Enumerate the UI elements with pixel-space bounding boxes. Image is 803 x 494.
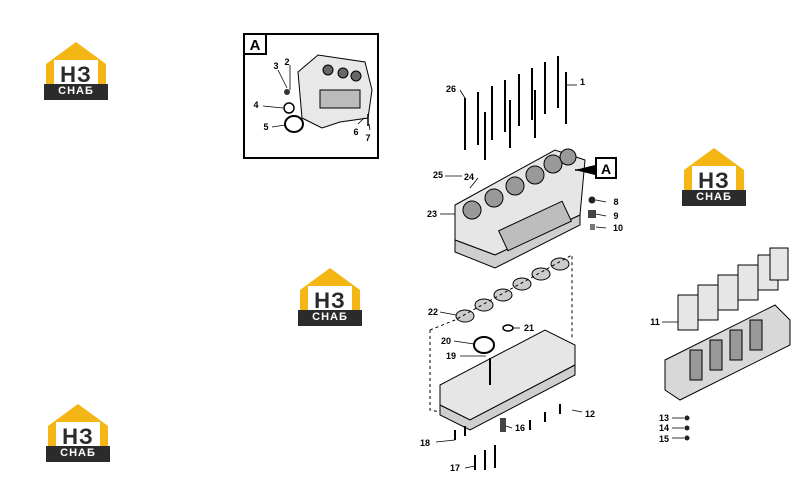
bearing-shells <box>455 257 570 323</box>
callout-24: 24 <box>464 172 474 182</box>
logo-main-text: НЗ <box>62 424 94 449</box>
block-lower-drawing <box>664 304 791 401</box>
callout-3: 3 <box>273 61 278 71</box>
callout-1: 1 <box>580 77 585 87</box>
part-3-plug <box>284 89 290 95</box>
callout-15: 15 <box>659 434 669 444</box>
part-5-ring <box>284 115 304 133</box>
part-13 <box>684 415 690 421</box>
part-8-plug <box>588 196 596 204</box>
callout-11: 11 <box>650 317 660 327</box>
logo-sub-text: СНАБ <box>312 311 348 323</box>
callout-13: 13 <box>659 413 669 423</box>
callout-23: 23 <box>427 209 437 219</box>
callout-a: A <box>575 157 617 179</box>
part-21-oring <box>502 324 514 332</box>
callout-17: 17 <box>450 463 460 473</box>
watermark-logo: НЗ СНАБ <box>46 402 110 464</box>
callout-8: 8 <box>613 197 618 207</box>
logo-sub-text: СНАБ <box>58 85 94 97</box>
callout-4: 4 <box>253 100 258 110</box>
inset-label: A <box>250 37 261 54</box>
logo-sub-text: СНАБ <box>60 447 96 459</box>
logo-main-text: НЗ <box>698 168 730 193</box>
callout-10: 10 <box>613 223 623 233</box>
callout-numbers: 1 2 3 4 5 6 7 8 9 10 11 12 13 14 15 16 1… <box>253 57 669 473</box>
callout-a-label: A <box>601 161 611 177</box>
logo-main-text: НЗ <box>314 288 346 313</box>
part-14 <box>684 425 690 431</box>
part-9-nozzle <box>588 210 596 218</box>
house-logo-icon <box>298 268 362 326</box>
house-logo-icon <box>44 42 108 100</box>
callout-21: 21 <box>524 323 534 333</box>
assembly-guide-line <box>429 254 573 338</box>
house-logo-icon <box>682 148 746 206</box>
part-10-screw <box>590 224 595 230</box>
bolts <box>454 404 561 470</box>
callout-14: 14 <box>659 423 669 433</box>
watermark-logo: НЗ СНАБ <box>44 40 108 102</box>
callout-25: 25 <box>433 170 443 180</box>
bearing-ladder-drawing <box>439 329 576 431</box>
house-logo-icon <box>46 404 110 462</box>
callout-19: 19 <box>446 351 456 361</box>
callout-22: 22 <box>428 307 438 317</box>
callout-6: 6 <box>353 127 358 137</box>
part-20-thrust-washer <box>473 336 495 354</box>
callout-7: 7 <box>365 133 370 143</box>
cylinder-liners <box>677 247 789 331</box>
watermark-logo: НЗ СНАБ <box>682 146 746 208</box>
part-4-seal <box>283 102 295 114</box>
callout-20: 20 <box>441 336 451 346</box>
callout-26: 26 <box>446 84 456 94</box>
inset-view-a: A <box>243 33 379 159</box>
callout-18: 18 <box>420 438 430 448</box>
cylinder-block-drawing <box>454 148 586 269</box>
callout-16: 16 <box>515 423 525 433</box>
callout-9: 9 <box>613 211 618 221</box>
callout-5: 5 <box>263 122 268 132</box>
logo-sub-text: СНАБ <box>696 191 732 203</box>
part-16-dowel <box>500 418 506 432</box>
part-15 <box>684 435 690 441</box>
logo-main-text: НЗ <box>60 62 92 87</box>
head-studs <box>464 56 567 160</box>
callout-2: 2 <box>284 57 289 67</box>
leader-lines <box>435 84 684 469</box>
callout-12: 12 <box>585 409 595 419</box>
watermark-logo: НЗ СНАБ <box>298 266 362 328</box>
inset-block-drawing <box>297 54 373 129</box>
